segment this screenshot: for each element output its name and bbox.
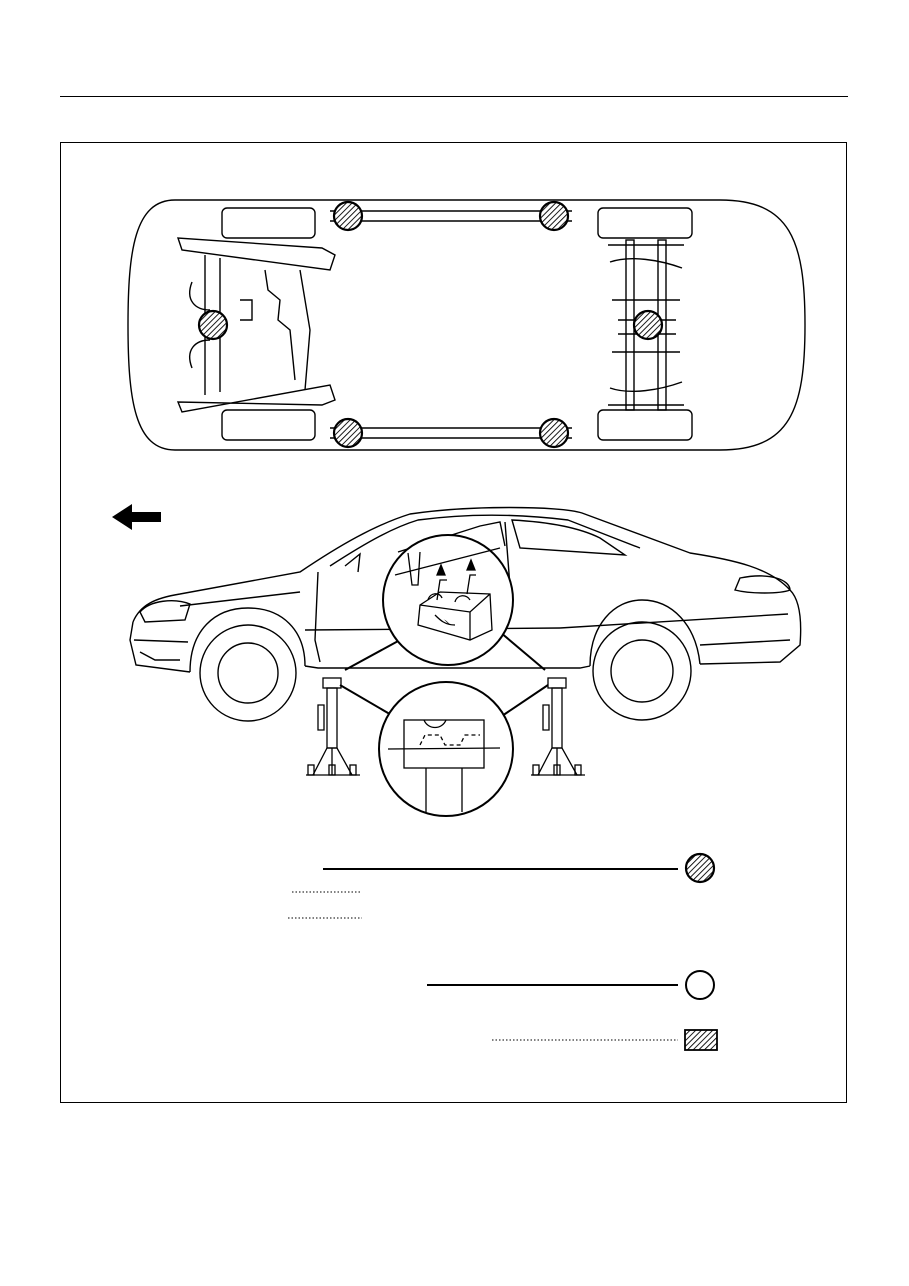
figure-frame	[60, 142, 847, 1103]
lift-point-markers	[197, 200, 664, 449]
lift-point-rear-left	[538, 200, 570, 232]
lift-point-rear-right	[538, 417, 570, 449]
hatched-circle-icon	[684, 852, 716, 884]
lift-point-front-right	[332, 417, 364, 449]
arrow-left-icon	[112, 504, 161, 530]
legend	[288, 852, 718, 1051]
underbody-top-view	[127, 199, 806, 451]
detail-callout-lower	[339, 681, 549, 817]
jack-stand-right	[531, 677, 585, 776]
open-circle-icon	[685, 970, 715, 1000]
header-rule	[60, 96, 848, 97]
lift-point-front-left	[332, 200, 364, 232]
lift-point-front-center	[197, 309, 229, 341]
detail-callout-upper	[344, 534, 546, 671]
jack-stand-left	[306, 677, 360, 776]
lift-point-rear-center	[632, 309, 664, 341]
hatched-rectangle-icon	[684, 1029, 718, 1051]
